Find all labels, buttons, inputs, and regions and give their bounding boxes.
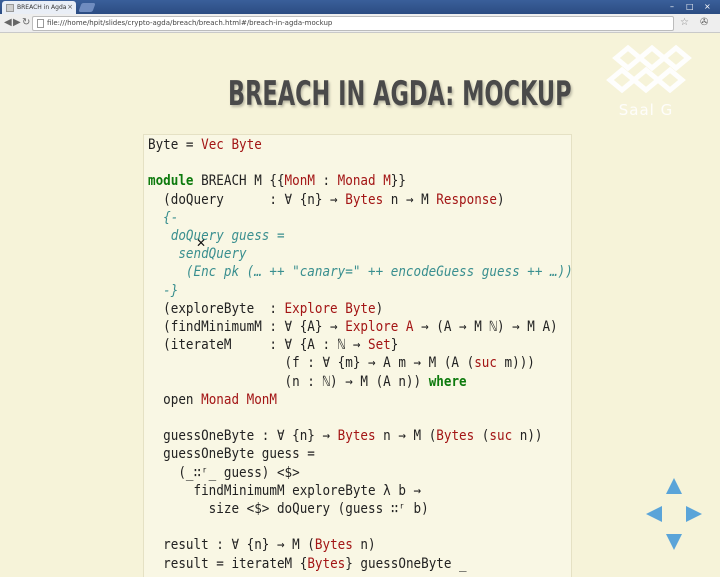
arrow-down-icon[interactable]: [666, 534, 682, 550]
forward-icon[interactable]: ▶: [13, 17, 21, 28]
code-token: suc: [489, 428, 513, 445]
page-icon: [6, 3, 14, 12]
browser-tab-bar: BREACH in Agda × – □ ×: [0, 0, 720, 14]
code-token: Response: [436, 191, 497, 208]
code-token: "canary=": [292, 264, 361, 281]
code-token: n): [352, 537, 376, 554]
code-token: (exploreByte :: [148, 300, 285, 317]
code-token: sendQuery: [148, 246, 247, 263]
logo-icon: [606, 44, 692, 94]
browser-toolbar: ◀ ▶ ↻ file:///home/hpit/slides/crypto-ag…: [0, 14, 720, 33]
code-token: Bytes: [436, 428, 475, 445]
code-token: ): [375, 300, 384, 317]
address-bar[interactable]: file:///home/hpit/slides/crypto-agda/bre…: [32, 16, 674, 31]
back-icon[interactable]: ◀: [4, 17, 12, 28]
code-token: size <$> doQuery (guess ∷ʳ b): [148, 501, 429, 518]
arrow-left-icon[interactable]: [646, 506, 662, 522]
mouse-cursor-icon: ✕: [196, 236, 207, 250]
code-token: Bytes: [337, 428, 376, 445]
code-token: suc: [474, 355, 497, 372]
code-token: Bytes: [314, 537, 353, 554]
code-token: Bytes: [307, 555, 346, 572]
code-token: findMinimumM exploreByte λ b →: [148, 482, 422, 499]
code-token: (Enc pk (… ++: [148, 264, 293, 281]
code-token: Explore Byte: [284, 300, 376, 317]
arrow-up-icon[interactable]: [666, 478, 682, 494]
close-icon[interactable]: ×: [67, 3, 73, 11]
code-token: guessOneByte guess =: [148, 446, 315, 463]
maximize-button[interactable]: □: [686, 2, 694, 11]
url-text: file:///home/hpit/slides/crypto-agda/bre…: [47, 19, 333, 27]
code-token: MonM: [284, 173, 315, 190]
code-token: (doQuery : ∀ {n} →: [148, 191, 346, 208]
arrow-right-icon[interactable]: [686, 506, 702, 522]
code-token: doQuery guess =: [148, 228, 285, 245]
code-token: n)): [512, 428, 543, 445]
code-token: Monad M: [337, 173, 391, 190]
code-token: result = iterateM {: [148, 555, 308, 572]
code-token: result : ∀ {n} → M (: [148, 537, 315, 554]
browser-tab[interactable]: BREACH in Agda ×: [2, 1, 76, 14]
code-token: Bytes: [345, 191, 384, 208]
code-token: BREACH M {{: [193, 173, 285, 190]
code-block: [143, 134, 572, 577]
code-token: }}: [390, 173, 406, 190]
code-token: ++ encodeGuess guess ++ …)): [360, 264, 573, 281]
code-token: (f : ∀ {m} → A m → M (A (: [148, 355, 475, 372]
code-token: Byte =: [148, 137, 202, 153]
code-token: (_∷ʳ_ guess) <$>: [148, 464, 300, 481]
code-token: (: [474, 428, 490, 445]
code-token: Monad MonM: [193, 391, 277, 408]
code-token: }: [390, 337, 399, 354]
code-token: n → M (: [375, 428, 437, 445]
code-token: (iterateM : ∀ {A : ℕ →: [148, 337, 368, 354]
code-token: → (A → M ℕ) → M A): [413, 319, 558, 336]
code-token: open: [148, 391, 194, 408]
code-token: n → M: [383, 191, 437, 208]
window-close-button[interactable]: ×: [704, 2, 711, 11]
code-token: Explore A: [345, 319, 414, 336]
code-token: guessOneByte : ∀ {n} →: [148, 428, 338, 445]
code-listing: Byte = Vec Byte module BREACH M {{MonM :…: [148, 136, 573, 573]
wrench-icon[interactable]: ✇: [700, 17, 709, 28]
minimize-button[interactable]: –: [670, 2, 674, 11]
reload-icon[interactable]: ↻: [22, 17, 31, 28]
code-token: Set: [367, 337, 391, 354]
code-token: (n : ℕ) → M (A n)): [148, 373, 429, 390]
code-token: (findMinimumM : ∀ {A} →: [148, 319, 346, 336]
code-token: } guessOneByte _: [345, 555, 467, 572]
code-token: Vec Byte: [201, 137, 262, 153]
star-icon[interactable]: ☆: [680, 17, 689, 28]
code-token: module: [148, 173, 194, 190]
slide-title: BREACH IN AGDA: MOCKUP: [228, 74, 572, 114]
code-token: m))): [496, 355, 535, 372]
code-token: -}: [148, 282, 179, 299]
tab-title: BREACH in Agda: [17, 4, 67, 11]
page-icon: [37, 18, 44, 28]
code-token: where: [428, 373, 467, 390]
code-token: {-: [148, 209, 179, 226]
logo-text: Saal G: [618, 101, 674, 119]
code-token: ): [496, 191, 505, 208]
new-tab-button[interactable]: [78, 3, 96, 12]
code-token: :: [314, 173, 338, 190]
